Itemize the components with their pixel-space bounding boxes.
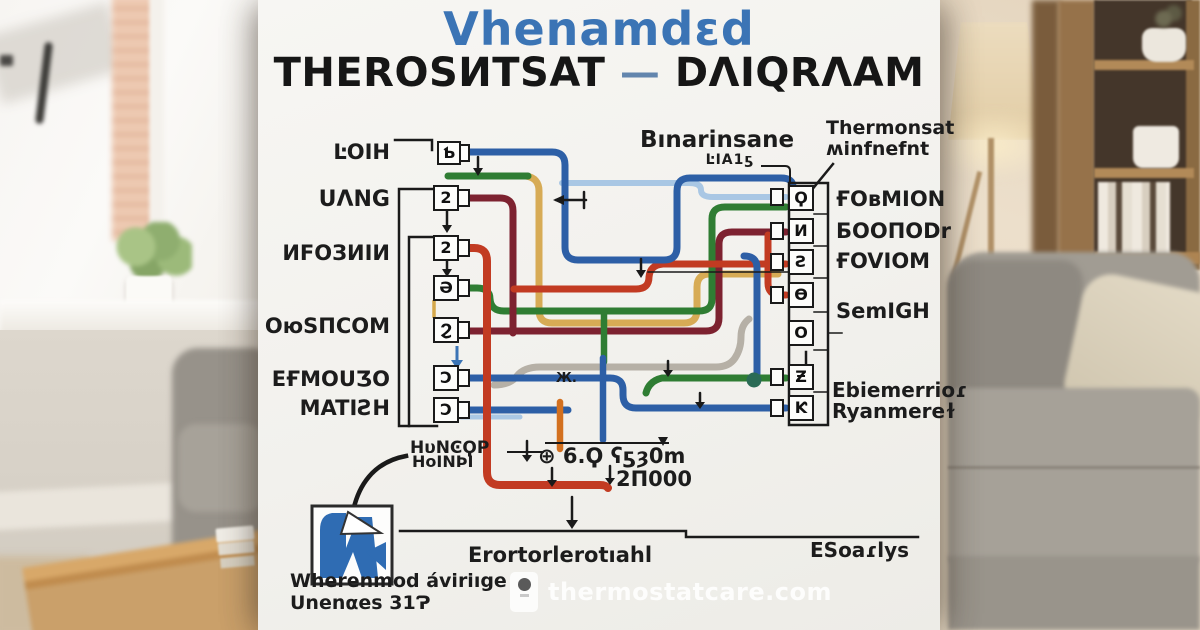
- shelf-mug: [1133, 126, 1179, 168]
- shelf-plank-1: [1094, 60, 1194, 70]
- camera-icon-bar: [519, 594, 529, 597]
- left-label-5: MATΙƧH: [299, 396, 390, 420]
- left-terminal-1: 2: [433, 185, 459, 211]
- axis-label-center: Erortorlerotıahl: [467, 543, 653, 567]
- wire-maroon-run: [457, 228, 790, 335]
- wire-red-r3: [510, 260, 790, 293]
- brand-line2: Unenαes 31Ɂ: [290, 592, 431, 614]
- left-terminal-4: Ϩ: [433, 317, 459, 343]
- left-label-2: ИFOЗИIИ: [282, 241, 390, 265]
- left-terminal-0: Ƅ: [437, 141, 461, 165]
- window-sill: [0, 300, 275, 334]
- baseline: [398, 529, 920, 539]
- brick-pillar: [112, 0, 152, 241]
- wire-blue-mid: [457, 374, 790, 412]
- wire-junction-dot: [746, 372, 762, 388]
- wire-marker-text: Ж.: [556, 371, 577, 386]
- logo-triangle: [339, 510, 385, 536]
- top-label-sub: ĿIA1ƽ: [705, 152, 755, 168]
- left-terminal-6: Ɔ: [433, 397, 459, 423]
- right-label-3: SemΙGH: [836, 299, 930, 323]
- page-subtitle: THEROSИTSAT — DΛIQRΛAM: [258, 50, 940, 96]
- wire-green-bottom: [642, 374, 790, 397]
- wire-maroon-drop: [457, 194, 517, 337]
- measurement-secondary: 2Π000: [616, 467, 693, 491]
- camera-icon: [517, 578, 531, 591]
- wire-blue-top: [457, 148, 797, 264]
- wire-tan: [522, 172, 782, 327]
- left-label-3: OюЅΠCOM: [264, 314, 390, 338]
- left-terminal-2: 2: [433, 235, 459, 261]
- plant-foliage: [112, 222, 192, 284]
- armchair-cushion: [178, 424, 264, 512]
- left-label-0: ĿOIH: [333, 140, 390, 164]
- dim-line-arrowhead: [658, 437, 668, 446]
- sofa-seat: [948, 388, 1200, 568]
- top-bracket: [393, 138, 434, 152]
- right-label-2: ҒOVIOM: [836, 249, 931, 273]
- top-label: Bınarinsane: [640, 127, 795, 153]
- sofa-base: [948, 556, 1200, 630]
- right-terminal-5: Ƶ: [788, 364, 814, 390]
- right-label-1: ƂOOΠODr: [836, 219, 951, 243]
- right-label-4: Ebiemerrioɾ: [832, 378, 968, 402]
- left-block-inner: [407, 235, 439, 428]
- right-terminal-0: Ϙ: [788, 185, 814, 211]
- wire-light-blue: [559, 180, 789, 200]
- callout-line1: Thermonsat: [826, 117, 955, 139]
- top-label-leader: [761, 165, 791, 183]
- watermark-text: thermostatcare.com: [548, 578, 832, 606]
- logo-corner: [366, 542, 386, 570]
- bookshelf-side-dark: [1032, 0, 1060, 262]
- bookshelf-side: [1058, 0, 1096, 268]
- wire-red-bottom: [457, 244, 612, 492]
- brand-logo: [310, 504, 394, 586]
- window-hinge: [0, 55, 13, 66]
- callout-line2: ʍinfnefnt: [826, 138, 930, 160]
- right-terminal-1: Ͷ: [788, 218, 814, 244]
- left-block-outer: [397, 187, 439, 428]
- shelf-plant-sprig: [1150, 2, 1184, 30]
- axis-label-right: ESoaɾlys: [810, 538, 910, 562]
- side-note-line2: ΗοΙΝϷΙ: [412, 452, 474, 471]
- page-title: Vhenamdεd: [443, 2, 755, 56]
- right-label-5: Ryanmereɫ: [832, 399, 957, 423]
- left-label-4: EҒMOUƷO: [271, 367, 390, 391]
- shelf-plank-2: [1094, 168, 1194, 178]
- wire-blue-right-drop: [740, 252, 761, 381]
- brand-line1: Wherenmod áviriıge: [290, 570, 507, 592]
- left-terminal-3: Ә: [433, 275, 459, 301]
- subtitle-right: DΛIQRΛAM: [674, 50, 925, 96]
- right-terminal-2: Ƨ: [788, 249, 814, 275]
- measurement-primary: ⊕ 6.Ϙ ʕƽȝ0m: [538, 444, 686, 468]
- subtitle-left: THEROSИTSAT: [273, 50, 606, 96]
- right-block-sep: [813, 213, 829, 393]
- subtitle-dash: —: [619, 50, 661, 96]
- right-label-0: ҒOвMION: [836, 187, 946, 211]
- left-label-1: UΛNG: [318, 187, 390, 212]
- sofa-seam: [948, 466, 1200, 469]
- shelf-books: [1098, 182, 1170, 254]
- left-terminal-5: Ͻ: [433, 365, 459, 391]
- right-terminal-4: O: [788, 320, 814, 346]
- right-terminal-6: Ƙ: [788, 395, 814, 421]
- floor-lamp-pole: [988, 138, 994, 273]
- watermark-badge: [510, 572, 538, 612]
- right-terminal-3: Ө: [788, 282, 814, 308]
- side-note-line1: ΗυΝϾϘΡ: [410, 438, 490, 458]
- sofa-back-cushion: [948, 260, 1083, 400]
- shelf-vase: [1142, 28, 1186, 62]
